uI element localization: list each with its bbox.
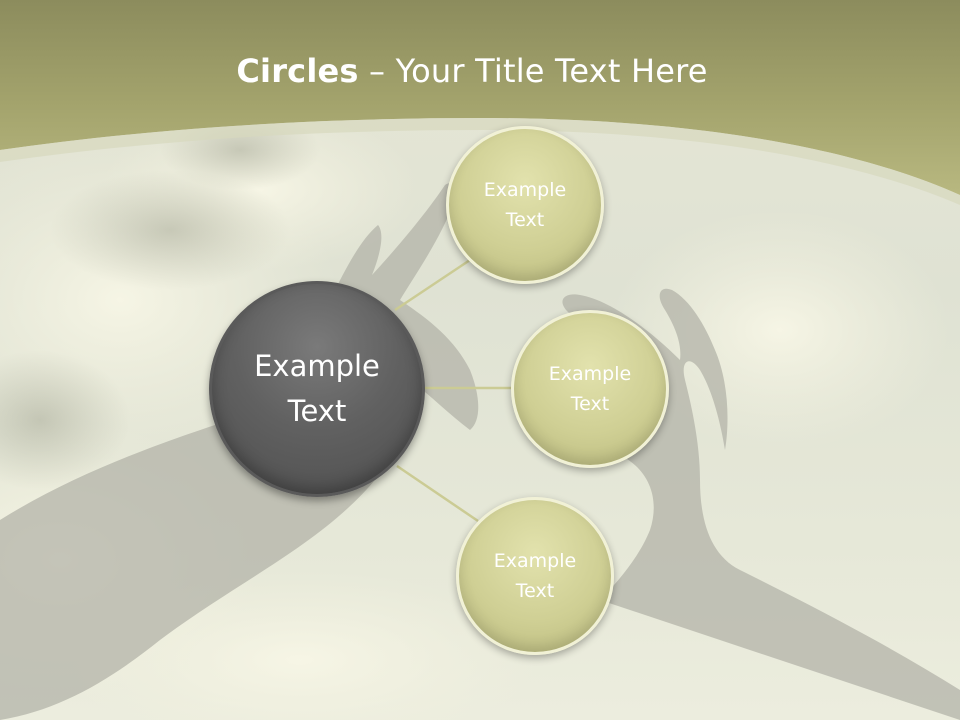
- node-circle-label: Example Text: [493, 550, 577, 602]
- title-banner: [0, 0, 960, 205]
- node-circle-label: Example Text: [483, 179, 567, 231]
- center-circle[interactable]: Example Text: [209, 281, 425, 497]
- connector-to-node-3: [396, 464, 479, 523]
- title-bold: Circles: [236, 52, 359, 90]
- node-circle-bottom[interactable]: Example Text: [456, 497, 614, 655]
- connector-to-node-1: [394, 254, 477, 312]
- slide-title: Circles – Your Title Text Here: [0, 52, 944, 90]
- node-circle-middle[interactable]: Example Text: [511, 310, 669, 468]
- title-rest: – Your Title Text Here: [358, 52, 708, 90]
- node-circle-label: Example Text: [548, 363, 632, 415]
- node-circle-top[interactable]: Example Text: [446, 126, 604, 284]
- center-circle-label: Example Text: [254, 349, 380, 428]
